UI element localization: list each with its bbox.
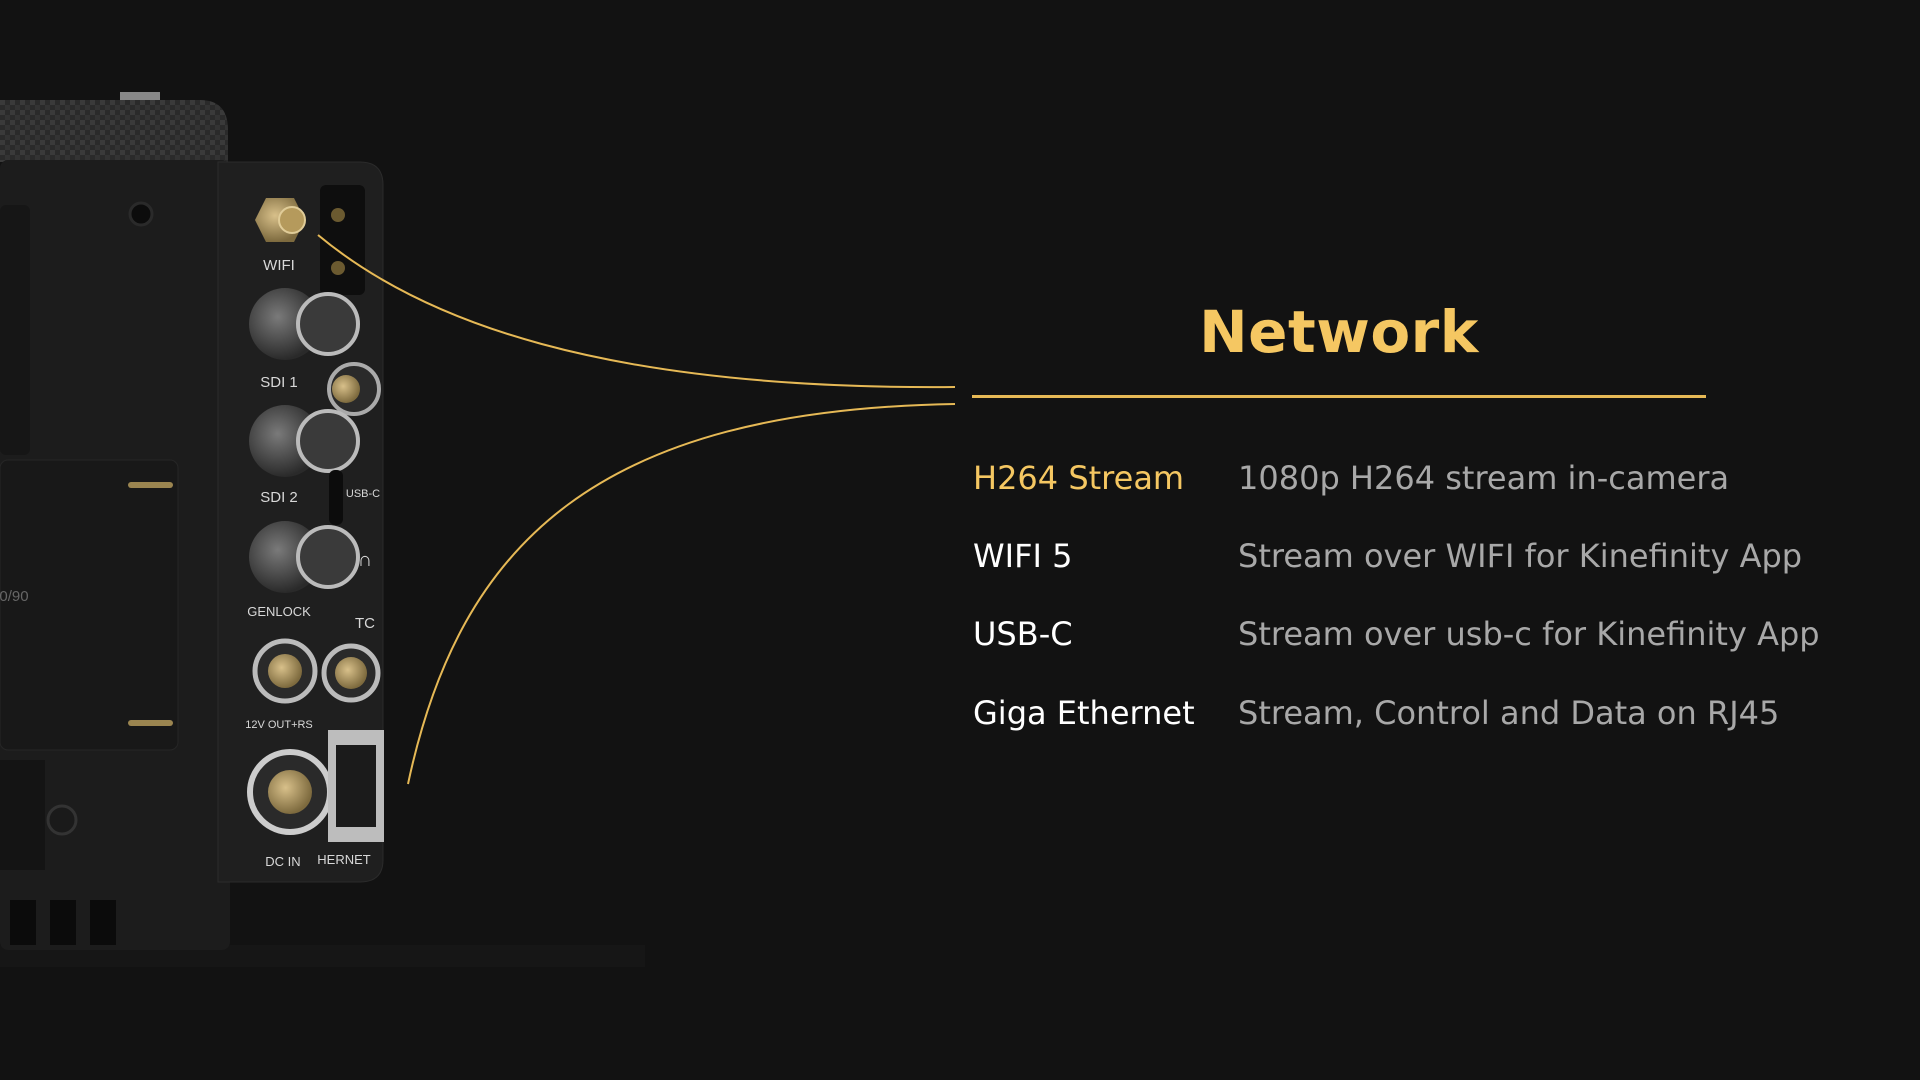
feature-description: Stream over WIFI for Kinefinity App	[1238, 537, 1803, 575]
floor-shadow	[0, 945, 645, 967]
feature-description: Stream, Control and Data on RJ45	[1238, 694, 1780, 732]
12v-out-label: 12V OUT+RS	[245, 719, 313, 731]
feature-label: H264 Stream	[973, 459, 1185, 497]
feature-row-h264: H264 Stream 1080p H264 stream in-camera	[973, 453, 1729, 503]
usbc-port-label: USB-C	[346, 488, 380, 500]
camera-body: 0/90	[0, 92, 384, 950]
sdi2-connector	[249, 405, 360, 477]
feature-row-ethernet: Giga Ethernet Stream, Control and Data o…	[973, 688, 1779, 738]
dc-in-connector	[247, 749, 333, 835]
dc-in-label: DC IN	[265, 854, 300, 869]
title-divider	[972, 395, 1706, 398]
sdi2-label: SDI 2	[260, 489, 298, 506]
headphone-icon: ∩	[358, 549, 372, 571]
lemo-connector	[327, 362, 381, 416]
feature-row-wifi: WIFI 5 Stream over WIFI for Kinefinity A…	[973, 531, 1802, 581]
ethernet-port	[328, 730, 384, 842]
genlock-connector	[249, 521, 360, 593]
sdi1-label: SDI 1	[260, 374, 298, 391]
ethernet-port-label: HERNET	[317, 852, 371, 867]
feature-label: USB-C	[973, 615, 1073, 653]
callout-line-ethernet	[407, 403, 956, 785]
tc-label: TC	[355, 615, 375, 632]
feature-label: WIFI 5	[973, 537, 1073, 575]
wifi-port-label: WIFI	[263, 257, 295, 274]
12v-out-connector	[252, 638, 318, 704]
feature-label: Giga Ethernet	[973, 694, 1195, 732]
section-title: Network	[1199, 298, 1479, 366]
wifi-antenna-connector	[255, 198, 306, 242]
tc-connector	[321, 643, 381, 703]
body-mark: 0/90	[0, 588, 29, 605]
usbc-port	[329, 470, 343, 525]
sdi1-connector	[249, 288, 360, 360]
feature-row-usbc: USB-C Stream over usb-c for Kinefinity A…	[973, 609, 1820, 659]
callout-line-wifi	[317, 234, 956, 389]
genlock-label: GENLOCK	[247, 604, 311, 619]
feature-description: 1080p H264 stream in-camera	[1238, 459, 1730, 497]
feature-description: Stream over usb-c for Kinefinity App	[1238, 615, 1820, 653]
